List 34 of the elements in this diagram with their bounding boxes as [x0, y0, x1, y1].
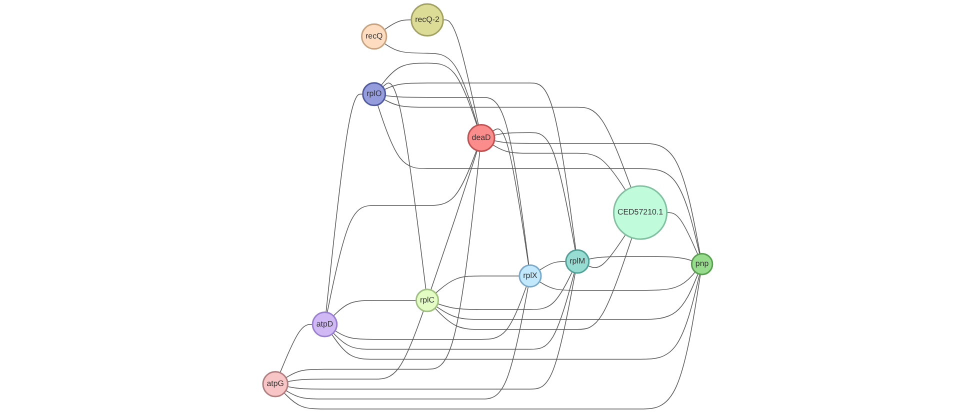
- connector: [494, 140, 701, 254]
- connector: [494, 132, 576, 251]
- connector: [588, 256, 693, 262]
- connector: [438, 271, 573, 310]
- connector: [332, 274, 700, 360]
- connector: [286, 286, 529, 400]
- connector: [335, 286, 528, 340]
- connector: [384, 82, 577, 250]
- connector: [588, 234, 626, 268]
- connector: [492, 128, 530, 266]
- connector: [333, 300, 417, 316]
- connector: [384, 20, 412, 30]
- connector: [280, 324, 314, 374]
- connector: [382, 82, 427, 290]
- connector: [287, 272, 576, 390]
- connector: [443, 20, 480, 126]
- connector: [286, 150, 480, 378]
- connector: [333, 272, 576, 350]
- connector: [436, 273, 699, 320]
- connector: [539, 261, 567, 271]
- connector: [385, 95, 530, 266]
- connector: [381, 62, 478, 126]
- connector: [326, 94, 364, 313]
- connector: [430, 150, 478, 290]
- connector: [436, 276, 520, 294]
- connector: [666, 212, 698, 255]
- connector: [384, 43, 478, 126]
- connector: [492, 144, 626, 191]
- connector: [434, 237, 633, 330]
- connector: [327, 150, 478, 313]
- connector: [384, 99, 632, 188]
- connector: [378, 104, 700, 254]
- connector: [539, 272, 696, 291]
- connector: [284, 274, 702, 410]
